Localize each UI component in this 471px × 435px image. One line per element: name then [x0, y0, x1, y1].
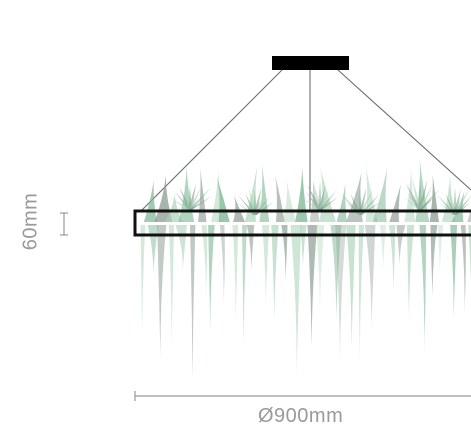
- hanging-leaf: [358, 225, 365, 365]
- upright-leaf: [143, 180, 157, 222]
- hanging-leaf: [460, 225, 466, 316]
- cluster-leaf: [342, 194, 362, 215]
- i-beam-dimension-icon: [60, 212, 68, 236]
- cluster-leaf: [418, 179, 428, 210]
- suspension-cables: [139, 69, 471, 213]
- upright-leaf: [198, 168, 207, 222]
- cluster-leaf: [238, 195, 257, 215]
- hanging-leaf: [157, 225, 167, 359]
- upright-leaf: [295, 167, 308, 222]
- hanging-plants: [140, 158, 471, 380]
- upright-leaf: [467, 208, 471, 222]
- hanging-leaf: [261, 225, 270, 304]
- upright-leaf: [233, 195, 246, 222]
- cluster-leaf: [358, 189, 374, 215]
- cluster-leaf: [405, 182, 422, 210]
- cluster-leaf: [245, 193, 257, 215]
- cluster-leaf: [453, 187, 471, 215]
- cluster-leaf: [167, 196, 192, 210]
- height-dimension-label: 60mm: [19, 192, 42, 251]
- cluster-leaf: [404, 197, 422, 210]
- hanging-leaf: [189, 225, 196, 380]
- hanging-leaf: [232, 225, 239, 322]
- cluster-leaf: [358, 187, 367, 215]
- hanging-leaf: [437, 225, 444, 274]
- cluster-leaf: [253, 187, 262, 215]
- hanging-leaf: [396, 225, 406, 266]
- cluster-leaf: [188, 196, 212, 210]
- hanging-leaf: [281, 225, 288, 281]
- hanging-leaf: [379, 225, 387, 272]
- hanging-leaf: [346, 225, 356, 350]
- hanging-leaf: [242, 225, 248, 344]
- hanging-leaf: [315, 225, 325, 309]
- cluster-leaf: [300, 196, 322, 210]
- cluster-leaf: [418, 188, 441, 210]
- cluster-leaf: [411, 177, 422, 210]
- upright-leaf: [389, 184, 401, 222]
- cluster-leaf: [253, 191, 267, 215]
- cluster-leaf: [453, 189, 461, 215]
- hanging-leaf: [388, 225, 396, 293]
- hanging-leaf: [364, 225, 376, 330]
- cluster-leaf: [318, 189, 330, 210]
- hanging-leaf: [140, 225, 146, 333]
- cluster-leaf: [418, 184, 433, 210]
- dimension-line-icon: [134, 391, 471, 401]
- cluster-leaf: [407, 193, 422, 210]
- cluster-leaf: [188, 183, 197, 210]
- hanging-leaf: [450, 225, 458, 318]
- cluster-leaf: [179, 187, 192, 210]
- upright-leaf: [372, 168, 388, 222]
- cluster-leaf: [188, 188, 211, 210]
- ceiling-canopy: [272, 56, 349, 70]
- hanging-leaf: [271, 225, 279, 320]
- hanging-leaf: [168, 225, 175, 346]
- hanging-leaf: [246, 225, 255, 271]
- upright-leaf: [259, 163, 270, 222]
- hanging-leaf: [300, 225, 307, 268]
- cluster-leaf: [188, 186, 202, 210]
- diameter-dimension-label: Ø900mm: [258, 405, 344, 427]
- cluster-leaf: [418, 197, 434, 210]
- cluster-leaf: [453, 202, 471, 215]
- upright-leaf: [336, 183, 347, 222]
- cluster-leaf: [358, 201, 383, 215]
- cluster-leaf: [318, 185, 326, 210]
- hanging-leaf: [330, 225, 342, 320]
- upright-leaf: [164, 193, 183, 222]
- hanging-leaf: [208, 225, 215, 331]
- hanging-leaf: [406, 225, 415, 323]
- hanging-leaf: [147, 225, 159, 275]
- hanging-leaf: [201, 225, 208, 299]
- hanging-leaf: [468, 225, 471, 281]
- cluster-leaf: [318, 190, 337, 210]
- hanging-leaf: [430, 225, 438, 298]
- cluster-leaf: [318, 196, 339, 210]
- upright-leaf: [282, 180, 297, 222]
- cluster-leaf: [438, 202, 457, 215]
- lamp-ring-frame: [133, 209, 471, 237]
- upright-leaf: [451, 191, 465, 222]
- upright-leaf: [441, 175, 456, 222]
- upright-leaf: [274, 174, 285, 222]
- hanging-leaf: [290, 225, 302, 377]
- hanging-leaf: [335, 225, 347, 361]
- upright-leaf: [319, 167, 337, 222]
- cluster-leaf: [358, 193, 381, 215]
- hanging-leaf: [175, 225, 187, 272]
- hanging-leaf: [419, 225, 427, 354]
- hanging-leaf: [307, 225, 318, 348]
- hanging-leaf: [219, 225, 225, 308]
